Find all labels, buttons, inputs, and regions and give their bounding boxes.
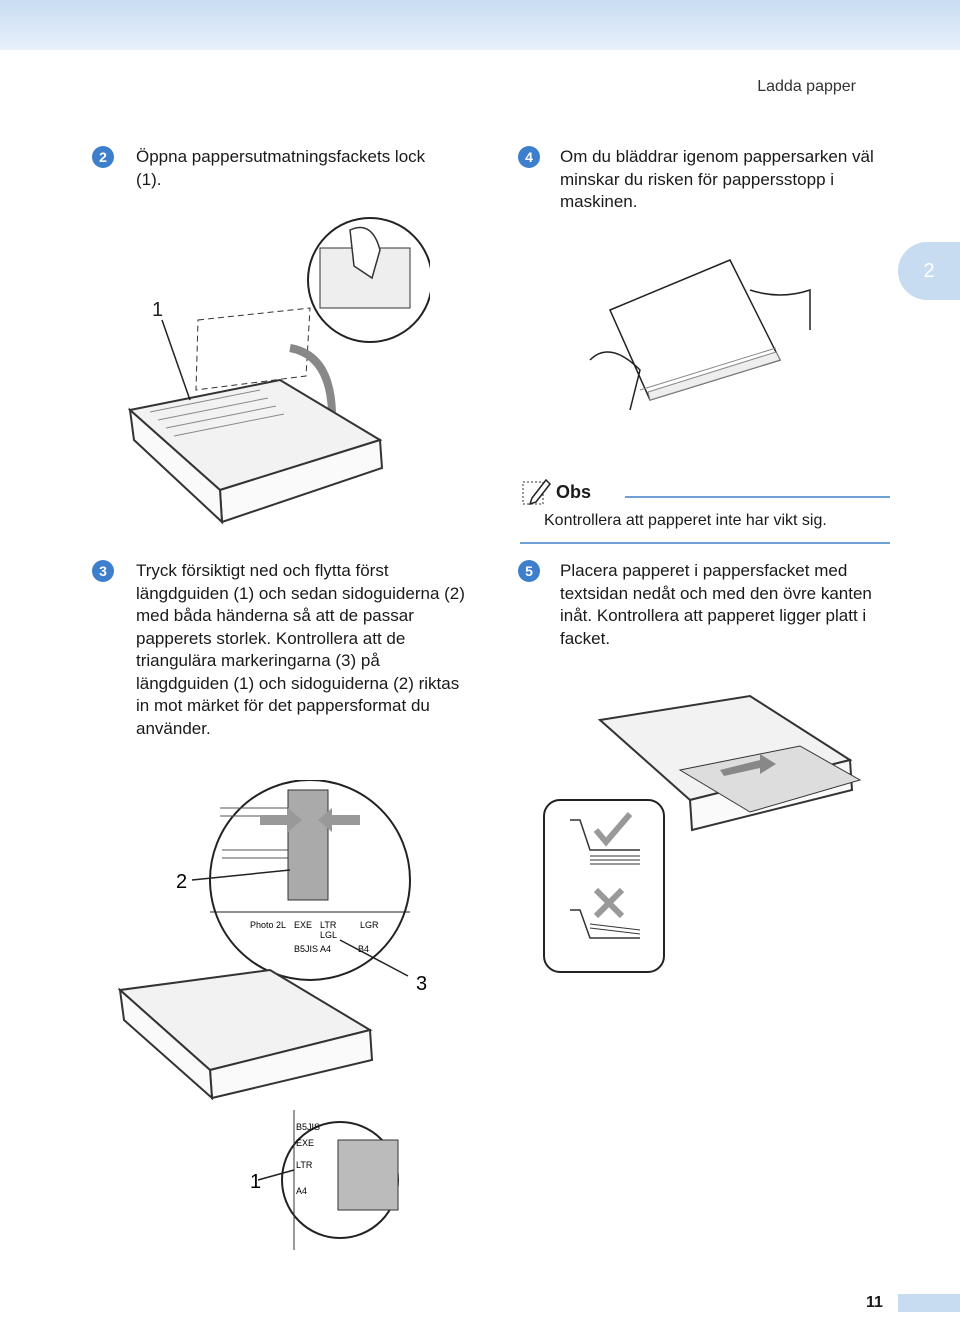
scale-label: Photo 2L [250,920,286,930]
step-number: 5 [518,560,540,582]
callout-2: 2 [176,871,187,893]
guide-label: LTR [296,1160,313,1170]
scale-label: LGR [360,920,379,930]
scale-label: A4 [320,944,331,954]
illustration-load-paper [543,694,862,973]
guide-label: EXE [296,1138,314,1148]
scale-label: EXE [294,920,312,930]
guide-label: A4 [296,1186,307,1196]
scale-label: B5JIS [294,944,318,954]
step-number: 2 [92,146,114,168]
page-number: 11 [866,1294,883,1311]
note-rule [520,542,890,544]
step-text: Tryck försiktigt ned och flytta först lä… [136,561,465,738]
running-title: Ladda papper [757,78,856,95]
step-text: Öppna pappersutmatningsfackets lock (1). [136,147,426,189]
step-text: Placera papperet i pappersfacket med tex… [560,561,872,648]
callout-3: 3 [416,973,427,995]
chapter-tab: 2 [898,242,960,300]
note-text: Kontrollera att papperet inte har vikt s… [544,512,827,529]
scale-label: LTR [320,920,337,930]
footer-tab [898,1294,960,1312]
scale-label: B4 [358,944,369,954]
note-rule [625,496,890,498]
illustration-open-output-tray-cover: 1 [127,217,430,525]
note-box: Obs Kontrollera att papperet inte har vi… [520,476,890,546]
step-number: 4 [518,146,540,168]
note-title: Obs [556,482,592,502]
step-text: Om du bläddrar igenom pappersarken väl m… [560,147,874,211]
illustration-fan-paper-stack [589,259,811,411]
scale-label: LGL [320,930,337,940]
illustration-adjust-paper-guides: Photo 2L EXE LTR LGL LGR B5JIS A4 B4 2 3… [117,780,427,1250]
callout-1: 1 [152,299,163,321]
top-band [0,0,960,50]
note-pencil-icon [522,478,551,506]
guide-label: B5JIS [296,1122,320,1132]
callout-1: 1 [250,1171,261,1193]
step-number: 3 [92,560,114,582]
